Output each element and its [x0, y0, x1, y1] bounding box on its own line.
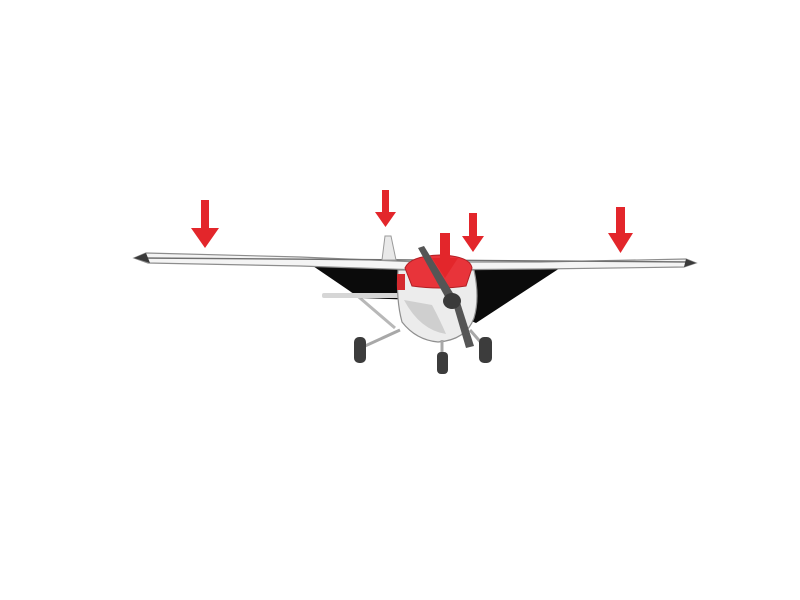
- cabin-side-window: [397, 274, 405, 290]
- propeller-blade-lower: [452, 296, 474, 348]
- tail-fin: [381, 235, 397, 261]
- propeller-spinner: [443, 293, 461, 309]
- down-arrow-tail: [375, 190, 396, 227]
- right-wingtip: [684, 259, 696, 267]
- down-arrow-left-wing: [191, 200, 219, 248]
- left-wingtip: [134, 253, 150, 263]
- down-arrow-cabin: [432, 233, 458, 278]
- left-gear-leg: [364, 328, 401, 348]
- landing-gear: [354, 328, 492, 374]
- propeller: [418, 246, 474, 348]
- propeller-blade-upper: [418, 246, 456, 302]
- nose-wheel: [437, 352, 448, 374]
- indicator-arrows: [191, 190, 633, 278]
- down-arrow-right-wing: [608, 207, 633, 253]
- cowling-shading: [404, 300, 446, 334]
- down-arrow-right-inner-wing: [462, 213, 484, 252]
- airplane: [132, 235, 698, 374]
- fuselage: [396, 269, 478, 343]
- right-wheel: [479, 337, 492, 363]
- left-wheel: [354, 337, 366, 363]
- horizontal-stabilizer: [322, 293, 404, 298]
